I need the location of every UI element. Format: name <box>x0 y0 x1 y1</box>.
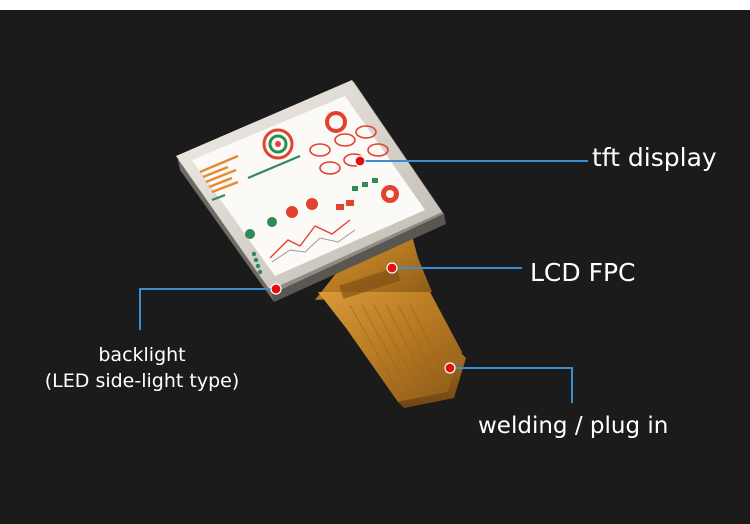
marker-tft-display <box>354 155 366 167</box>
backlight-label-line2: (LED side-light type) <box>44 370 240 392</box>
leader-welding <box>450 367 573 403</box>
tft-display-label: tft display <box>592 143 717 172</box>
lcd-fpc-label: LCD FPC <box>530 258 636 287</box>
leader-backlight <box>139 288 276 330</box>
welding-label: welding / plug in <box>478 413 669 439</box>
marker-welding <box>444 362 456 374</box>
fpc-ribbon <box>315 228 466 408</box>
lcd-panel <box>176 80 446 302</box>
top-white-strip <box>0 0 750 10</box>
backlight-label-line1: backlight <box>98 344 186 366</box>
marker-backlight <box>270 283 282 295</box>
marker-lcd-fpc <box>386 262 398 274</box>
backlight-label: backlight (LED side-light type) <box>42 342 242 394</box>
leader-lines <box>139 160 588 403</box>
